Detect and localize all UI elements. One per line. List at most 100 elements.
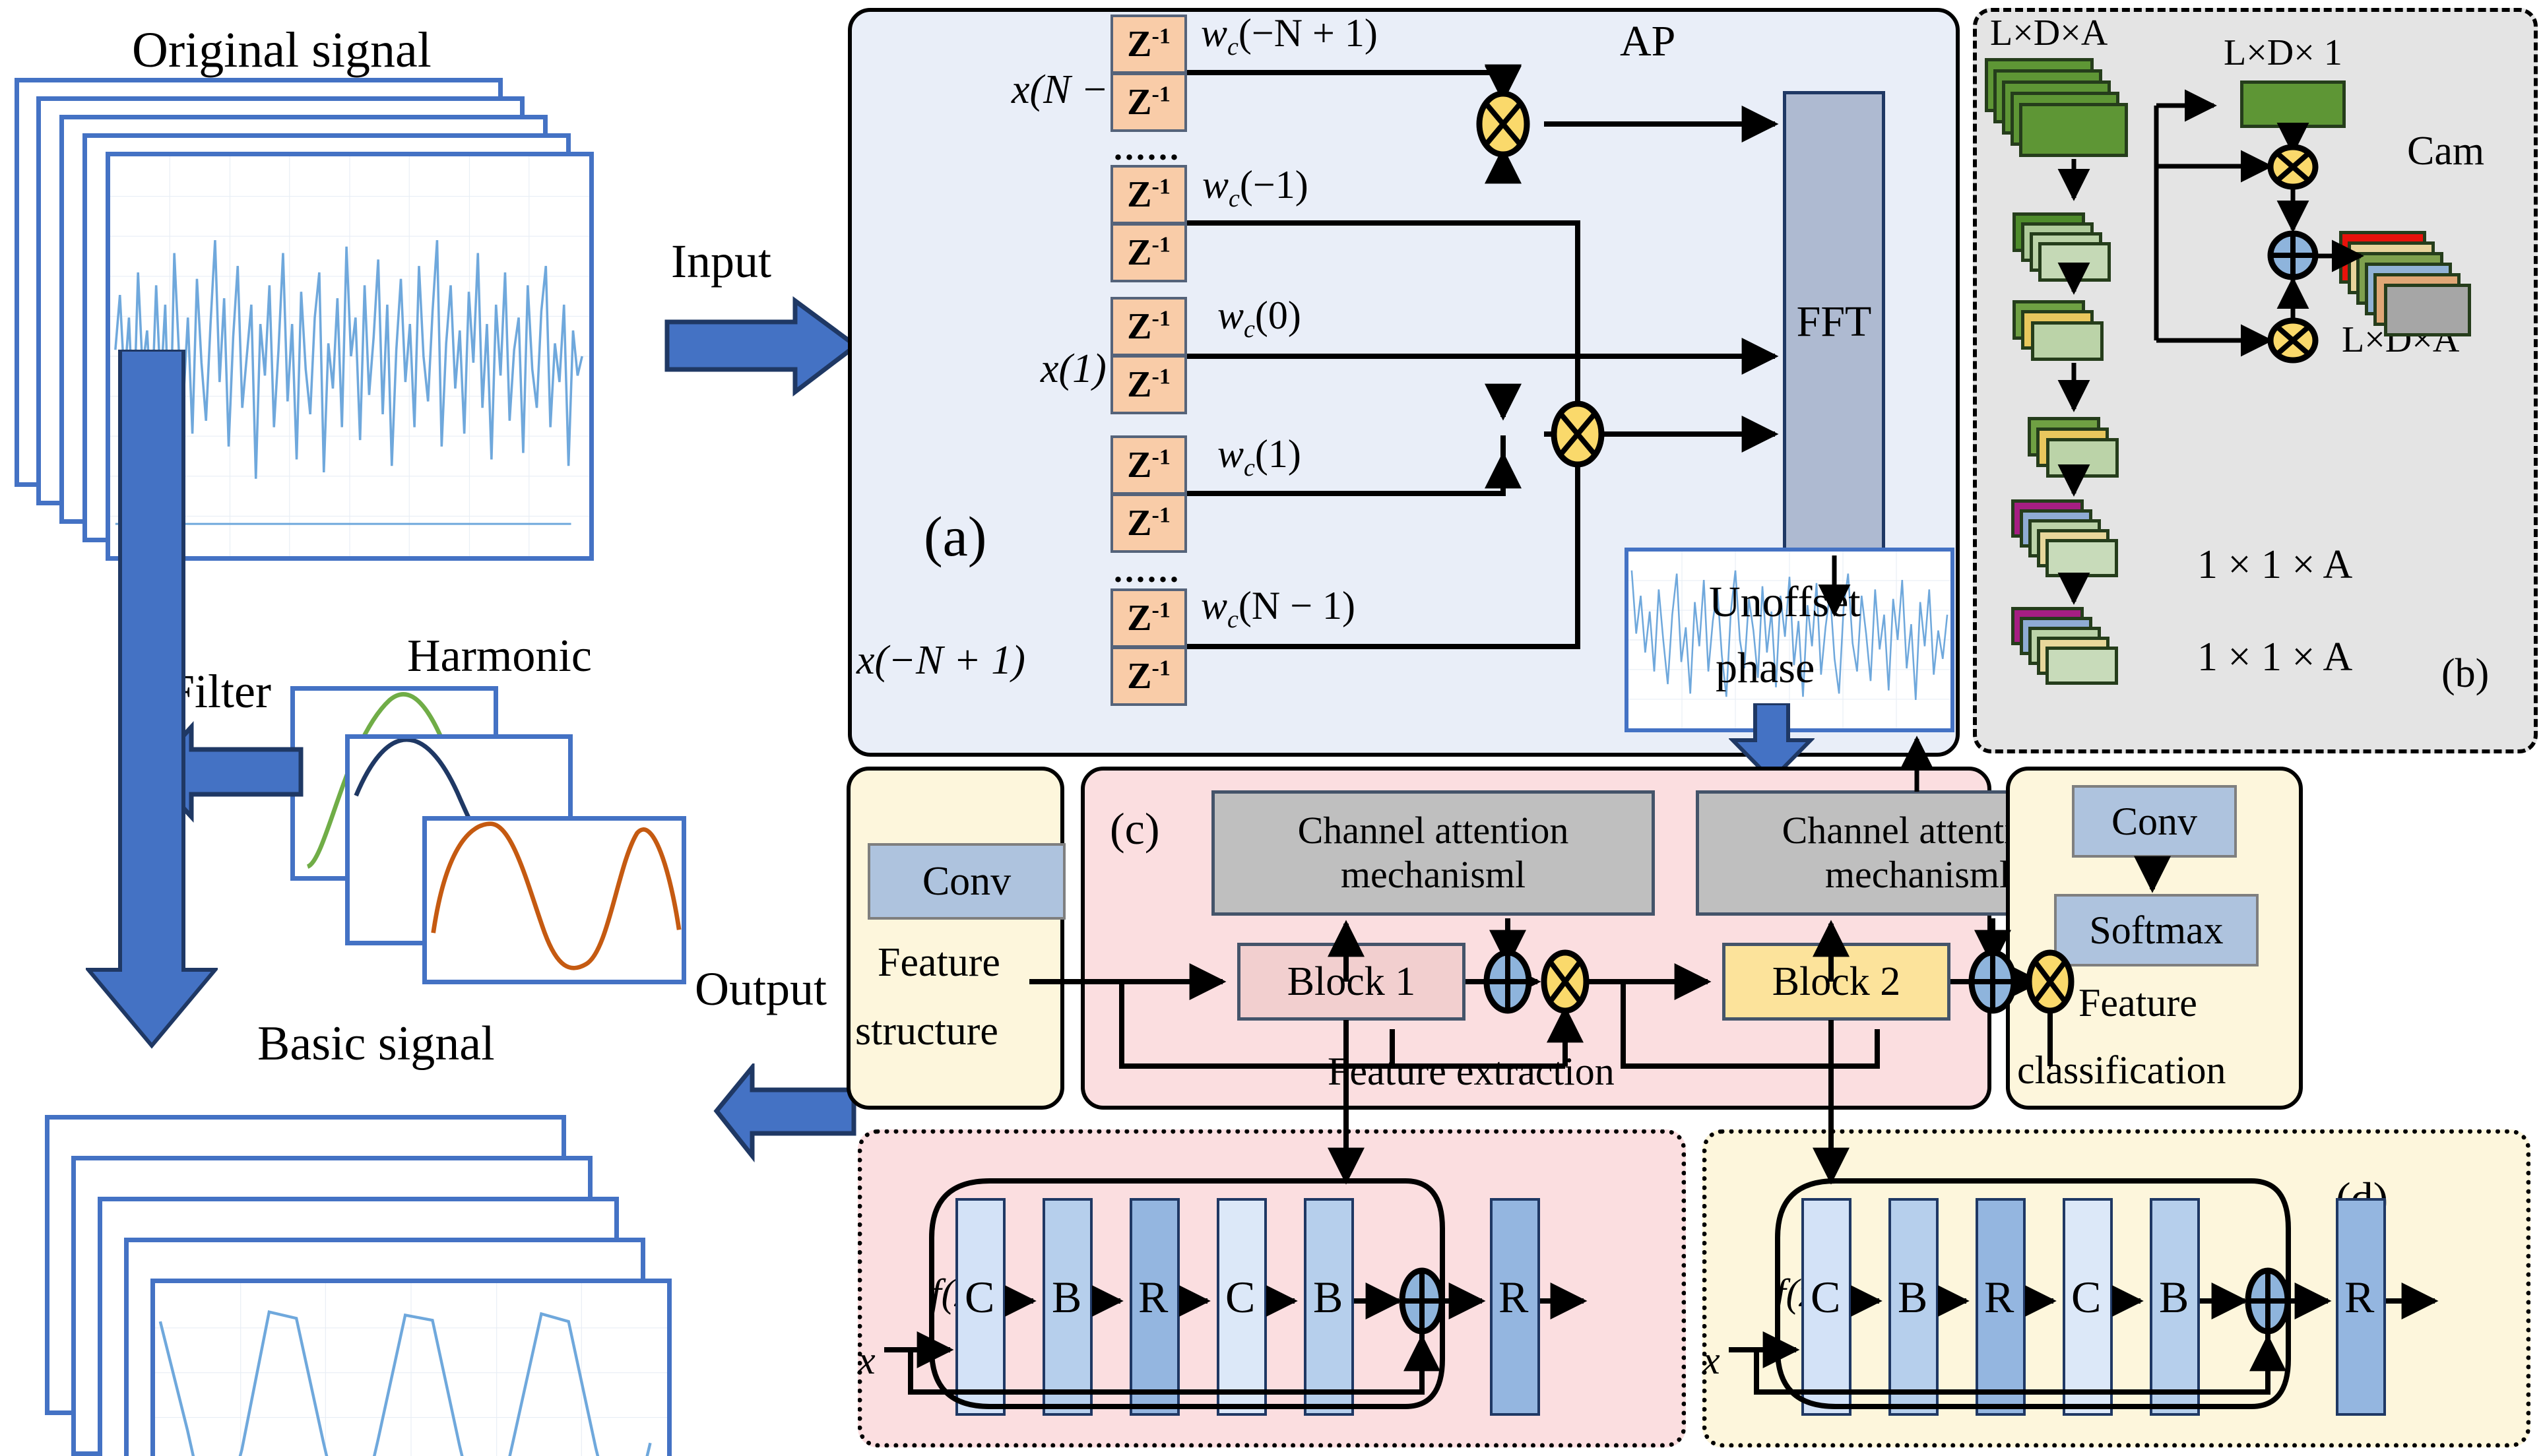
unoffset-phase-line1: Unoffset	[1709, 578, 1861, 626]
pooled-feature-map	[2240, 80, 2346, 128]
z-label-3b: Z	[1127, 364, 1152, 405]
weight-sub-3: c	[1244, 315, 1255, 343]
panel-b-cam-label: Cam	[2407, 129, 2485, 174]
fft-block: FFT	[1783, 91, 1885, 553]
panel-b-dim-in: L×D×A	[1990, 13, 2108, 53]
block-1: Block 1	[1237, 943, 1465, 1021]
basic-signal-card-1	[150, 1279, 672, 1456]
layer-label-c1-right: C	[1811, 1272, 1841, 1322]
layer-label-b1-left: B	[1052, 1272, 1082, 1322]
z-label-4b: Z	[1127, 503, 1152, 544]
input-arrow-icon	[664, 296, 860, 397]
weight-sub-1: c	[1227, 33, 1239, 61]
z-label-2a: Z	[1127, 174, 1152, 215]
z-exp-3b: -1	[1151, 364, 1171, 389]
feature-map-l6-1	[2045, 647, 2118, 685]
harmonic-title: Harmonic	[407, 631, 592, 681]
input-label: Input	[671, 235, 771, 288]
z-box-4a: Z-1	[1111, 435, 1187, 495]
weight-label-5: wc(N − 1)	[1201, 586, 1355, 632]
conv-left-label: Conv	[922, 858, 1012, 904]
weight-w-4: w	[1217, 432, 1244, 476]
z-exp-4a: -1	[1151, 445, 1171, 470]
z-exp-2b: -1	[1151, 232, 1171, 257]
feature-map-l1-1	[2019, 103, 2128, 157]
z-exp-1a: -1	[1151, 24, 1171, 49]
z-label-2b: Z	[1127, 232, 1152, 273]
z-label-3a: Z	[1127, 306, 1152, 347]
block-1-label: Block 1	[1287, 959, 1416, 1004]
layer-label-b2-left: B	[1313, 1272, 1343, 1322]
weight-label-4: wc(1)	[1217, 434, 1301, 480]
weight-label-1: wc(−N + 1)	[1201, 13, 1378, 59]
panel-d-left-x: x	[858, 1339, 876, 1382]
conv-right-label: Conv	[2111, 799, 2198, 843]
weight-w-3: w	[1217, 294, 1244, 337]
z-exp-4b: -1	[1151, 503, 1171, 528]
feature-structure-line2: structure	[855, 1009, 998, 1054]
weight-w-1: w	[1201, 11, 1228, 55]
tap-input-3: x(1)	[1041, 346, 1107, 391]
weight-w-5: w	[1201, 584, 1228, 627]
panel-a-dots-2: ......	[1114, 552, 1181, 590]
weight-arg-5: (N − 1)	[1238, 584, 1356, 627]
weight-arg-3: (0)	[1254, 294, 1301, 337]
z-box-3b: Z-1	[1111, 355, 1187, 414]
layer-label-r1-left: R	[1138, 1272, 1169, 1322]
z-box-3a: Z-1	[1111, 297, 1187, 356]
softmax-block: Softmax	[2054, 894, 2259, 966]
layer-label-b2-right: B	[2159, 1272, 2189, 1322]
feature-map-l5-1	[2045, 539, 2118, 577]
z-exp-5b: -1	[1151, 656, 1171, 681]
z-box-5a: Z-1	[1111, 588, 1187, 648]
unoffset-phase-line2: phase	[1716, 644, 1815, 692]
weight-sub-4: c	[1244, 454, 1255, 482]
harmonic-card-orange	[422, 816, 686, 984]
cam-out-1	[2384, 284, 2471, 336]
output-label: Output	[695, 963, 827, 1015]
softmax-label: Softmax	[2089, 908, 2224, 952]
layer-label-c1-left: C	[965, 1272, 995, 1322]
feature-map-l2-1	[2038, 242, 2111, 282]
conv-block-left: Conv	[868, 843, 1066, 920]
layer-label-c2-left: C	[1225, 1272, 1256, 1322]
channel-attention-1-label: Channel attention mechanisml	[1297, 809, 1569, 896]
output-arrow-icon	[713, 1063, 856, 1162]
panel-a-tag: (a)	[924, 505, 987, 568]
panel-d-right-x: x	[1702, 1339, 1720, 1382]
block-2: Block 2	[1722, 943, 1950, 1021]
z-box-2a: Z-1	[1111, 165, 1187, 224]
z-label-4a: Z	[1127, 445, 1152, 486]
panel-feature-structure	[847, 767, 1064, 1110]
unoffset-phase-card	[1625, 548, 1954, 732]
layer-label-b1-right: B	[1898, 1272, 1928, 1322]
basic-signal-title: Basic signal	[257, 1017, 495, 1071]
original-signal-card-1	[106, 152, 594, 561]
z-box-1a: Z-1	[1111, 15, 1187, 74]
panel-b-dim-vec2: 1 × 1 × A	[2197, 635, 2353, 680]
weight-arg-1: (−N + 1)	[1238, 11, 1378, 55]
layer-label-final-r-right: R	[2344, 1272, 2375, 1322]
layer-bar-final-r-left	[1490, 1198, 1540, 1416]
weight-sub-5: c	[1227, 606, 1239, 633]
layer-label-r1-right: R	[1984, 1272, 2014, 1322]
pipeline-down-arrow-icon	[86, 350, 218, 1049]
fft-label: FFT	[1796, 298, 1872, 346]
z-label-5b: Z	[1127, 656, 1152, 697]
weight-w-2: w	[1202, 163, 1229, 206]
z-box-2b: Z-1	[1111, 223, 1187, 282]
panel-c-tag: (c)	[1110, 804, 1160, 854]
z-label-1a: Z	[1127, 24, 1152, 65]
layer-label-final-r-left: R	[1498, 1272, 1529, 1322]
feature-classification-line2: classification	[2017, 1048, 2226, 1092]
weight-label-2: wc(−1)	[1202, 165, 1308, 211]
z-box-1b: Z-1	[1111, 73, 1187, 132]
feature-map-l3-1	[2031, 321, 2104, 361]
z-label-5a: Z	[1127, 598, 1152, 639]
weight-label-3: wc(0)	[1217, 296, 1301, 342]
panel-a-dots-1: ......	[1114, 130, 1181, 168]
z-exp-1b: -1	[1151, 82, 1171, 107]
panel-b-dim-vec1: 1 × 1 × A	[2197, 542, 2353, 587]
panel-a-to-c-arrow-icon	[1729, 703, 1815, 782]
z-exp-3a: -1	[1151, 306, 1171, 331]
